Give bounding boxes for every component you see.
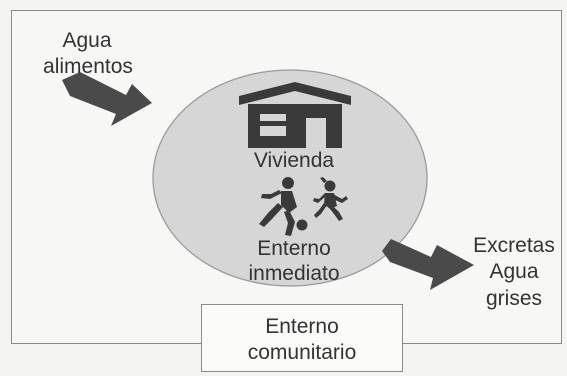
community-label-line2: comunitario (247, 341, 357, 364)
child-kicking-ball-icon (259, 177, 297, 236)
child-running-icon (313, 177, 348, 221)
house-label: Vivienda (253, 149, 335, 172)
output-label-grey: grises (485, 287, 543, 310)
ball-icon (296, 219, 308, 231)
community-box (201, 304, 403, 372)
community-label-line1: Enterno (265, 315, 339, 338)
environment-label-line1: Enterno (257, 237, 331, 260)
output-label-water: Agua (489, 260, 539, 283)
output-label-excreta: Excretas (473, 234, 555, 257)
arrow-in-icon (62, 72, 152, 126)
environment-label-line2: inmediato (248, 262, 340, 285)
input-label-food: alimentos (43, 55, 133, 78)
house-icon (239, 82, 351, 148)
input-label-water: Agua (62, 29, 112, 52)
arrow-out-icon (382, 239, 474, 290)
